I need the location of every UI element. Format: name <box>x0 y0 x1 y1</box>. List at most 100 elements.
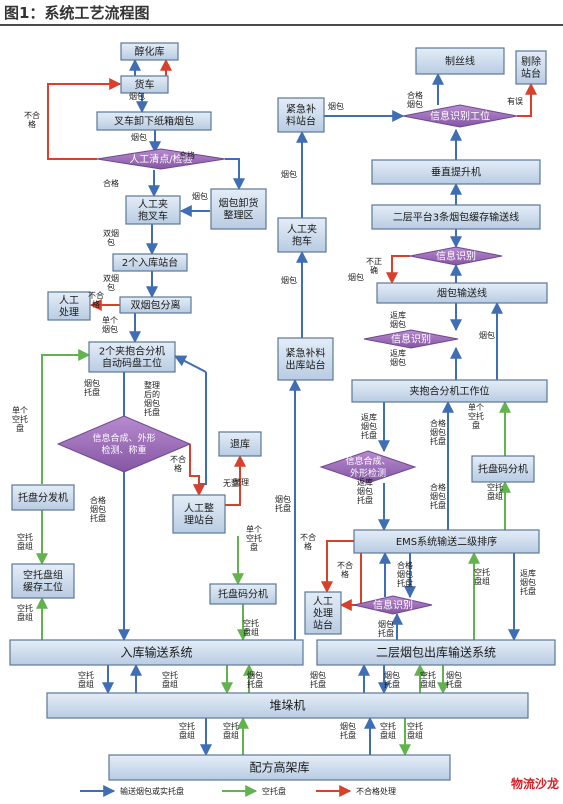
edge-label-26: 有误 <box>507 96 523 106</box>
node-box-manual_arr <box>172 494 226 534</box>
node-box-urg_station <box>277 97 325 133</box>
flow-arrow-reject-4 <box>47 78 122 160</box>
node-box-ems <box>353 529 540 554</box>
edge-label-2: 合格 <box>179 150 195 160</box>
edge-label-1: 烟包 <box>131 132 147 142</box>
node-box-clamp_fork <box>125 195 181 225</box>
edge-label-10: 烟包托盘 <box>84 378 100 397</box>
edge-label-22: 烟包 <box>281 169 297 179</box>
node-label-return: 退库 <box>230 438 250 451</box>
edge-label-31: 烟包 <box>479 330 495 340</box>
edge-label-25: 合格烟包 <box>407 90 423 109</box>
flow-arrow-reject-15 <box>189 444 205 497</box>
node-label-ems: EMS系统输送二级排序 <box>396 535 497 548</box>
edge-label-4: 合格 <box>103 178 119 188</box>
edge-label-18: 空托盘组 <box>17 603 33 622</box>
legend-label-1: 空托盘 <box>262 786 286 796</box>
edge-label-52: 空托盘组 <box>223 721 239 740</box>
edge-label-45: 空托盘组 <box>162 670 178 689</box>
node-label-in_conv: 入库输送系统 <box>120 645 192 660</box>
node-box-truck <box>120 75 169 94</box>
decision-label-d_synth: 信息合成、外形检测、称重 <box>92 432 155 456</box>
edge-label-13: 合格烟包托盘 <box>90 495 106 523</box>
node-box-cure <box>120 42 179 61</box>
flow-arrow-reject-27 <box>517 82 537 117</box>
edge-label-8: 双烟包 <box>103 274 119 292</box>
node-box-urg_out <box>277 337 334 381</box>
node-box-manual1 <box>47 291 91 321</box>
node-label-clamp_fork2: 人工夹抱车 <box>287 223 317 248</box>
node-label-manual_arr: 人工整理站台 <box>184 502 214 527</box>
node-label-clamp_fork: 人工夹抱叉车 <box>138 198 168 223</box>
title-rule <box>0 24 563 26</box>
legend-label-2: 不合格处理 <box>356 786 396 796</box>
decision-d_info2 <box>409 246 503 266</box>
decision-d_synth2 <box>319 450 417 484</box>
edge-label-47: 烟包托盘 <box>310 670 326 689</box>
node-box-cut <box>415 47 505 75</box>
edge-label-12: 不合格 <box>170 454 186 473</box>
node-box-goods_area <box>210 188 267 230</box>
edge-label-35: 空托盘组 <box>487 482 503 501</box>
node-box-in_station <box>112 253 188 272</box>
edge-label-21: 烟包托盘 <box>275 494 291 513</box>
edge-label-19: 单个空托盘 <box>246 524 262 552</box>
node-label-warehouse: 配方高架库 <box>249 760 309 775</box>
node-box-pal_stack <box>209 583 277 605</box>
edge-label-7: 不合格 <box>88 290 104 309</box>
node-box-stacker <box>46 692 529 719</box>
decision-d_synth <box>56 415 192 473</box>
node-box-clamp_pal <box>88 341 176 373</box>
edge-label-37: 合格烟包托盘 <box>430 482 446 510</box>
edge-label-43: 烟包托盘 <box>378 619 394 638</box>
node-box-warehouse <box>108 754 451 781</box>
decision-label-d_info3: 信息识别 <box>391 333 431 346</box>
flow-arrow-reject-41 <box>321 540 354 594</box>
edge-label-48: 烟包托盘 <box>384 670 400 689</box>
decision-d_info3 <box>363 329 459 349</box>
flow-arrow-empty-pallet-18 <box>41 349 91 484</box>
node-box-pal_split <box>11 484 75 511</box>
node-box-empty_cache <box>11 563 75 599</box>
edge-label-16: 单个空托盘 <box>12 405 28 433</box>
edge-label-17: 空托盘组 <box>17 532 33 551</box>
edge-label-20: 空托盘组 <box>243 618 259 637</box>
edge-label-0: 烟包 <box>129 91 145 101</box>
node-box-pal_stack2 <box>471 455 535 483</box>
node-label-manual1: 人工处理 <box>59 295 79 319</box>
node-label-in_station: 2个入库站台 <box>122 256 178 269</box>
edge-label-24: 烟包 <box>328 101 344 111</box>
flow-arrow-product-5 <box>225 158 245 191</box>
node-label-stacker: 堆垛机 <box>269 698 305 713</box>
edge-label-6: 双烟包 <box>103 229 119 247</box>
edge-label-34: 单个空托盘 <box>468 402 484 430</box>
decision-d_check <box>96 148 226 170</box>
node-label-manual2: 人工处理站台 <box>313 596 333 632</box>
decision-d_info4 <box>353 595 433 615</box>
edge-label-9: 单个烟包 <box>102 315 118 334</box>
node-box-out_conv <box>316 639 556 666</box>
flow-arrow-product-13 <box>193 372 207 497</box>
edge-label-5: 烟包 <box>192 191 208 201</box>
figure-title: 图1：系统工艺流程图 <box>4 4 150 22</box>
node-label-cut: 制丝线 <box>445 55 475 68</box>
node-box-reject <box>515 50 547 85</box>
node-label-urg_station: 紧急补料站台 <box>286 103 316 128</box>
node-box-lift <box>371 159 541 185</box>
node-label-pal_stack2: 托盘码分机 <box>478 463 528 476</box>
node-label-pal_stack: 托盘码分机 <box>218 588 268 601</box>
edge-label-41: 空托盘组 <box>474 567 490 586</box>
edge-label-14: 无整 <box>223 478 239 488</box>
node-label-goods_area: 烟包卸货整理区 <box>219 197 259 222</box>
node-box-return <box>218 431 262 457</box>
edge-label-42: 返库烟包托盘 <box>520 568 536 596</box>
node-label-conv: 烟包输送线 <box>437 287 487 300</box>
node-box-dbl_sep <box>119 296 192 314</box>
edge-label-3: 不合格 <box>24 110 40 129</box>
node-label-empty_cache: 空托盘组缓存工位 <box>23 569 63 594</box>
edge-label-29: 返库烟包 <box>390 310 406 329</box>
edge-label-11: 整理后的烟包托盘 <box>144 380 160 417</box>
node-label-urg_out: 紧急补料出库站台 <box>286 347 326 372</box>
